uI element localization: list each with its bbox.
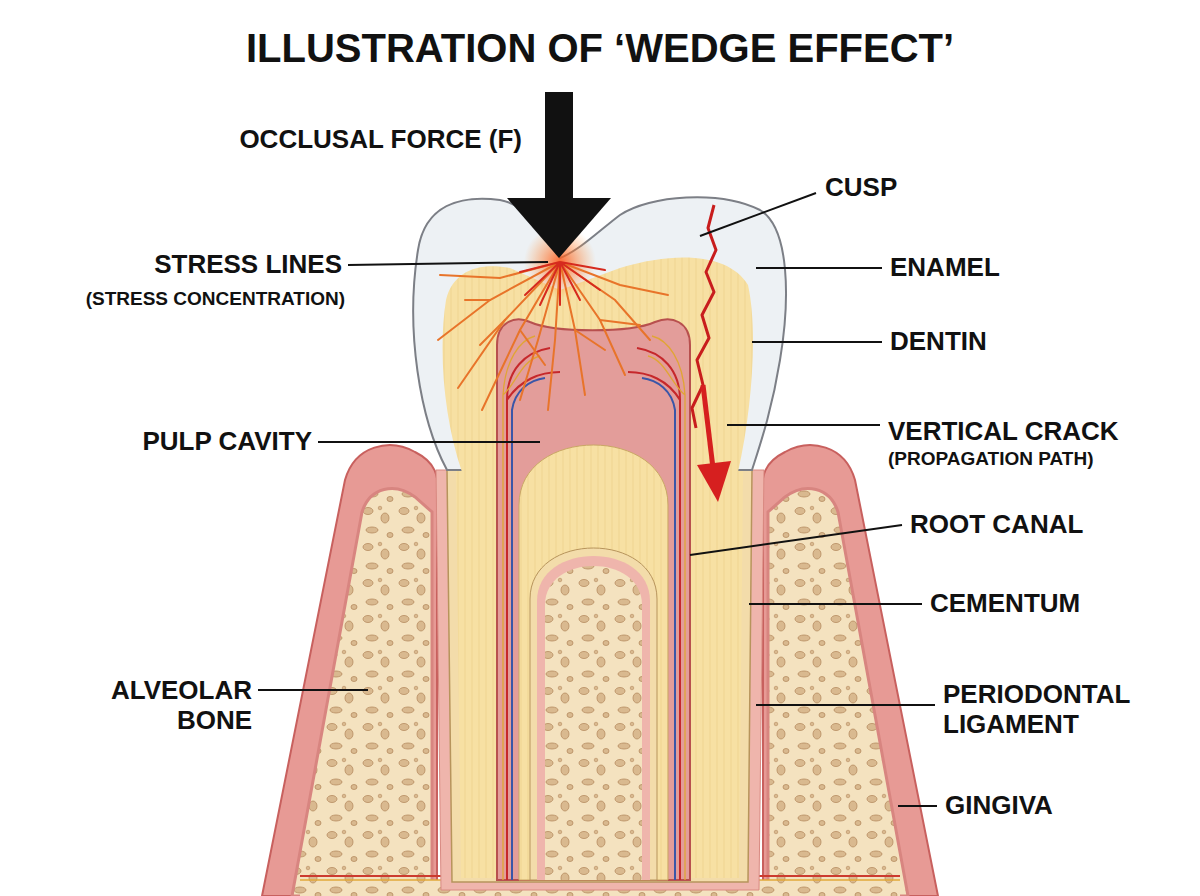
- gingiva-left: [262, 445, 438, 896]
- part-label: CUSP: [825, 173, 897, 203]
- force-arrowhead: [507, 198, 611, 258]
- artery: [507, 348, 680, 880]
- leader-line: [318, 441, 540, 443]
- pulp: [497, 319, 690, 880]
- leader-line: [727, 424, 880, 426]
- part-label: STRESS LINES: [154, 250, 342, 280]
- leader-line: [752, 341, 882, 343]
- part-label: ROOT CANAL: [910, 510, 1083, 540]
- inner-bone: [545, 566, 642, 880]
- stress-line: [560, 262, 668, 295]
- part-label: (PROPAGATION PATH): [888, 448, 1093, 470]
- part-label: GINGIVA: [945, 791, 1053, 821]
- nerve: [503, 336, 685, 880]
- bone-left: [292, 489, 432, 896]
- stress-line: [520, 262, 560, 400]
- diagram-title: ILLUSTRATION OF ‘WEDGE EFFECT’: [246, 25, 954, 71]
- bone-right: [768, 489, 908, 896]
- leader-line: [756, 267, 882, 269]
- leader-lines: [258, 193, 937, 806]
- propagation-arrow: [703, 385, 713, 468]
- stress-line: [560, 262, 650, 340]
- stress-line: [458, 262, 560, 388]
- leader-line: [348, 262, 548, 265]
- propagation-arrowhead: [697, 461, 731, 502]
- leader-line: [756, 704, 935, 706]
- part-label: ENAMEL: [890, 253, 1000, 283]
- inner-dentin: [519, 445, 668, 880]
- part-label: CEMENTUM: [930, 589, 1080, 619]
- stress-line: [440, 262, 560, 278]
- part-label: DENTIN: [890, 327, 987, 357]
- stress-line: [465, 300, 640, 365]
- stress-line: [520, 262, 605, 305]
- leader-line: [258, 689, 368, 691]
- leader-line: [749, 603, 922, 605]
- part-label: (STRESS CONCENTRATION): [86, 288, 345, 310]
- part-label: VERTICAL CRACK: [888, 417, 1119, 447]
- inner-ligament: [537, 556, 650, 880]
- part-label: OCCLUSAL FORCE (F): [239, 125, 522, 155]
- part-label: PULP CAVITY: [142, 427, 312, 457]
- part-label: PERIODONTAL LIGAMENT: [943, 680, 1148, 740]
- leader-line: [700, 193, 816, 236]
- stress-line: [560, 262, 585, 395]
- leader-line: [690, 525, 902, 555]
- leader-line: [898, 805, 937, 807]
- vein: [512, 378, 675, 880]
- inner-cementum: [530, 548, 657, 880]
- stress-line: [482, 262, 560, 410]
- stress-lines-core: [520, 262, 605, 305]
- force-arrow-shaft: [545, 92, 573, 202]
- stress-lines: [438, 262, 668, 410]
- part-label: ALVEOLAR BONE: [87, 676, 252, 736]
